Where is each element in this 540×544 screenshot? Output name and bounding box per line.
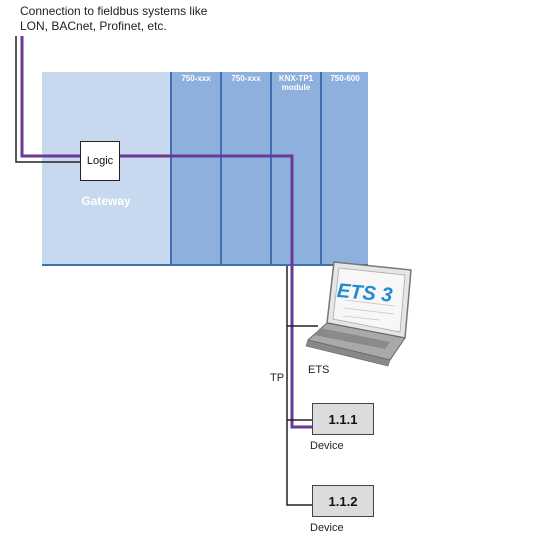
fieldbus-caption-line2: LON, BACnet, Profinet, etc. bbox=[20, 19, 167, 33]
logic-label: Logic bbox=[86, 155, 114, 167]
knx-purple-wire bbox=[120, 154, 312, 429]
ets-label: ETS bbox=[308, 364, 330, 376]
device-address: 1.1.1 bbox=[328, 411, 358, 427]
laptop-icon bbox=[305, 261, 412, 367]
gateway-label: Gateway bbox=[81, 194, 131, 208]
module-label: 750-xxx bbox=[231, 74, 261, 83]
chassis-bottom-edge bbox=[42, 264, 368, 266]
module-label: 750-600 bbox=[330, 74, 360, 83]
device-1-1-2: 1.1.2 bbox=[312, 485, 374, 517]
logic-box: Logic bbox=[80, 141, 120, 181]
tp-label: TP bbox=[270, 372, 285, 384]
module-label: 750-xxx bbox=[181, 74, 211, 83]
module-750-xxx-1: 750-xxx bbox=[170, 72, 220, 266]
fieldbus-black-wire bbox=[15, 36, 80, 163]
module-750-xxx-2: 750-xxx bbox=[220, 72, 270, 266]
device-address: 1.1.2 bbox=[328, 493, 358, 509]
tp-bus-black-wire bbox=[286, 266, 312, 506]
fieldbus-caption: Connection to fieldbus systems like LON,… bbox=[20, 4, 207, 34]
module-750-600: 750-600 bbox=[320, 72, 368, 266]
device-label: Device bbox=[310, 522, 344, 534]
fieldbus-caption-line1: Connection to fieldbus systems like bbox=[20, 4, 208, 18]
fieldbus-purple-wire bbox=[20, 36, 80, 158]
ets3-screen-text: ETS 3 bbox=[336, 280, 394, 307]
device-label: Device bbox=[310, 440, 344, 452]
device-1-1-1: 1.1.1 bbox=[312, 403, 374, 435]
